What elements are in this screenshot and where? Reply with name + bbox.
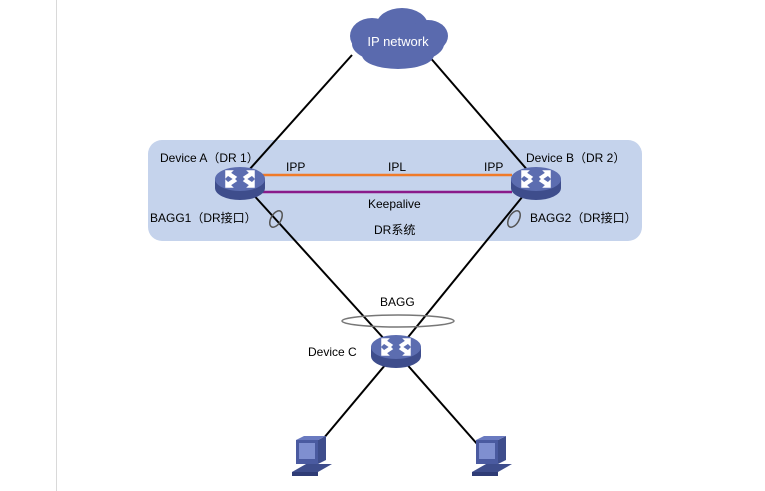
page-divider-line: [56, 0, 57, 491]
bagg1-ring: [269, 210, 283, 228]
ipp-right-label: IPP: [484, 160, 503, 174]
ip-network-cloud: [350, 8, 448, 69]
ipp-left-label: IPP: [286, 160, 305, 174]
bagg1-label: BAGG1（DR接口）: [150, 210, 257, 225]
bagg-label: BAGG: [380, 295, 415, 309]
ipl-label: IPL: [388, 160, 406, 174]
host-pc-icon[interactable]: [472, 436, 512, 476]
device-a-switch-icon[interactable]: [214, 166, 266, 201]
bagg2-label: BAGG2（DR接口）: [530, 210, 637, 225]
device-b-switch-icon[interactable]: [510, 166, 562, 201]
host-pc-icon[interactable]: [292, 436, 332, 476]
device-c-label: Device C: [308, 345, 357, 359]
device-a-label: Device A（DR 1）: [160, 151, 259, 165]
link-b-cloud: [427, 54, 537, 181]
link-a-c: [239, 179, 397, 353]
link-c-pc1: [317, 351, 397, 446]
link-a-cloud: [239, 54, 353, 181]
cloud-label: IP network: [367, 34, 429, 49]
device-c-switch-icon[interactable]: [370, 334, 422, 369]
device-b-label: Device B（DR 2）: [526, 151, 625, 165]
link-b-c: [395, 179, 537, 353]
bagg-ring: [341, 314, 455, 328]
keepalive-label: Keepalive: [368, 197, 421, 211]
link-c-pc2: [395, 351, 479, 446]
dr-system-label: DR系统: [374, 223, 415, 237]
bagg2-ring: [507, 210, 521, 228]
